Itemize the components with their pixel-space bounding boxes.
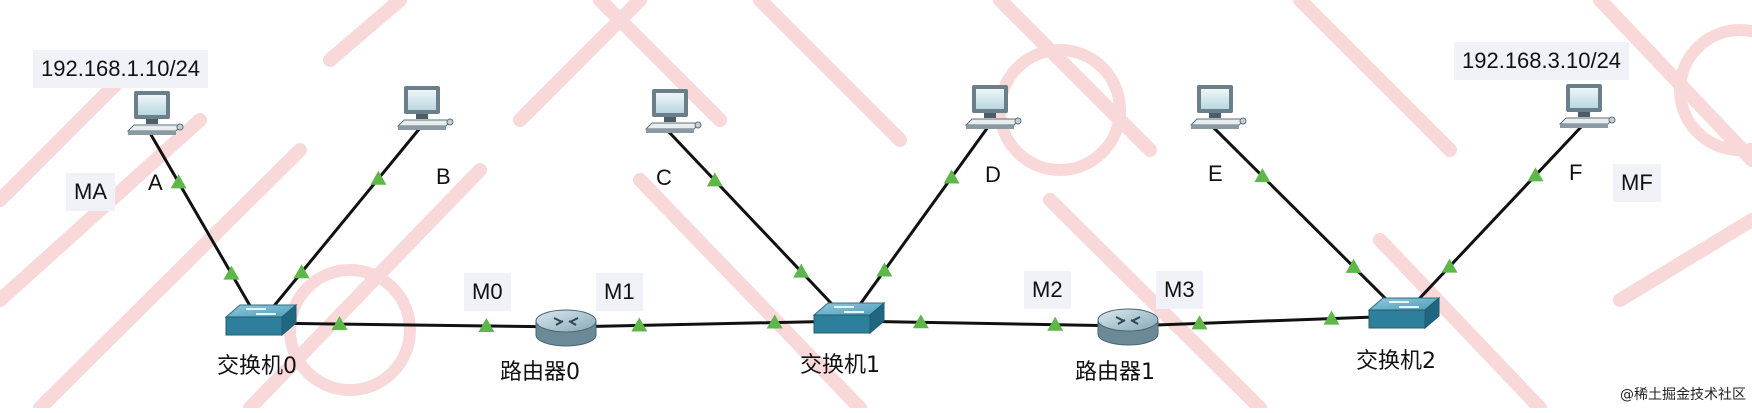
devices-layer [126,84,1616,347]
link-status-triangle [293,264,310,279]
mac-label-mf: MF [1613,164,1661,202]
watermark-stroke [1043,193,1267,413]
link-status-triangle [170,174,187,189]
link-status-triangle [943,169,960,184]
watermark-stroke [0,73,127,207]
watermark-stroke [1613,213,1752,307]
mac-label-m1: M1 [596,273,643,311]
link-status-triangle [1254,168,1271,183]
link-sw0-r0 [259,321,567,329]
link-status-layer [170,167,1544,332]
switch-label-1: 交换机1 [800,353,880,378]
host-label-a: A [148,170,163,195]
mac-label-m3: M3 [1156,271,1203,309]
link-status-triangle [223,265,240,280]
mac-label-m2: M2 [1024,271,1071,309]
link-E-sw2 [1211,125,1405,318]
router-icon-1 [1097,308,1159,346]
links-layer [148,124,1584,329]
watermark-stroke [513,0,647,127]
switch-label-2: 交换机2 [1356,349,1436,374]
watermark-stroke [993,0,1157,157]
link-status-triangle [1345,258,1362,273]
ip-label-host-f: 192.168.3.10/24 [1454,42,1630,80]
link-status-triangle [793,263,810,278]
link-r1-sw2 [1127,314,1404,328]
pc-icon-c [644,89,702,133]
link-status-triangle [706,172,723,187]
watermark-stroke [753,0,907,147]
link-status-triangle [1441,258,1458,273]
link-status-triangle [370,170,387,185]
watermark-stroke [1373,233,1547,413]
watermark-stroke [323,0,407,67]
pc-icon-d [964,85,1022,129]
site-credit: @稀土掘金技术社区 [1620,387,1746,403]
pc-icon-e [1189,85,1247,129]
watermark-stroke [243,163,487,413]
mac-label-m0: M0 [464,273,511,311]
host-label-c: C [656,165,672,190]
router-icon-0 [535,309,597,347]
pc-icon-b [396,86,454,130]
link-C-sw1 [666,129,850,323]
link-B-sw0 [258,127,422,324]
host-label-e: E [1208,161,1223,186]
link-F-sw2 [1401,124,1584,318]
host-label-f: F [1569,160,1583,185]
link-r0-sw1 [565,319,849,329]
watermark-ring [1674,24,1752,156]
link-status-triangle [876,262,893,277]
ip-label-host-a: 192.168.1.10/24 [33,50,209,88]
link-status-triangle [1191,315,1208,330]
link-status-triangle [1047,316,1064,331]
switch-icon-2 [1367,296,1441,330]
watermark-stroke [33,143,307,413]
switch-label-0: 交换机0 [217,354,297,379]
link-status-triangle [1323,310,1340,325]
router-label-1: 路由器1 [1075,360,1155,385]
link-status-triangle [631,317,648,332]
link-status-triangle [912,314,929,329]
host-label-d: D [985,162,1001,187]
watermark-ring [284,264,416,396]
link-D-sw1 [846,126,990,322]
link-status-triangle [478,317,495,332]
switch-icon-0 [224,303,298,337]
watermark-stroke [633,173,867,413]
pc-icon-a [126,91,184,135]
link-status-triangle [331,316,348,331]
host-label-b: B [436,164,451,189]
mac-label-ma: MA [66,173,115,211]
link-sw1-r1 [847,319,1129,328]
router-label-0: 路由器0 [500,360,580,385]
switch-icon-1 [812,301,886,335]
link-status-triangle [1527,167,1544,182]
watermark-stroke [1293,0,1457,157]
link-status-triangle [766,314,783,329]
pc-icon-f [1558,84,1616,128]
link-A-sw0 [148,132,262,324]
